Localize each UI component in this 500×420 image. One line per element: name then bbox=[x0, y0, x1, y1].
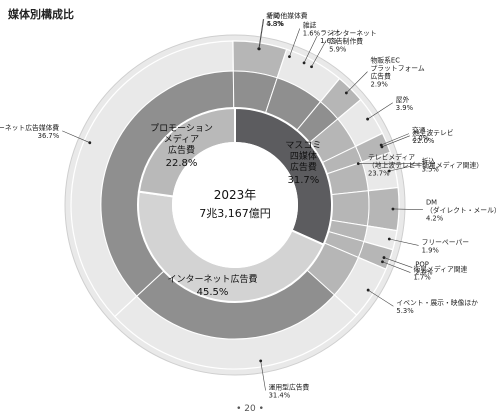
media-value: 4.8% bbox=[266, 20, 284, 28]
media-value: 3.9% bbox=[396, 104, 414, 112]
media-value: 1.6% bbox=[320, 37, 338, 45]
category-label: マスコミ四媒体広告費 bbox=[285, 141, 321, 173]
leader-line bbox=[367, 289, 394, 307]
center-total: 7兆3,167億円 bbox=[199, 207, 271, 220]
leader-line bbox=[303, 35, 318, 64]
media-value: 1.6% bbox=[303, 30, 321, 38]
leader-line bbox=[289, 28, 301, 57]
category-label: インターネット広告費 bbox=[168, 273, 258, 285]
leader-line bbox=[382, 261, 411, 273]
media-label: その他媒体費 bbox=[267, 11, 308, 20]
category-value: 22.8% bbox=[166, 158, 198, 169]
leader-line bbox=[381, 135, 410, 148]
leader-dot bbox=[387, 169, 391, 173]
leader-dot bbox=[302, 61, 306, 65]
media-value: 5.3% bbox=[267, 20, 285, 28]
media-label: POP bbox=[415, 261, 429, 269]
media-value: 22.0% bbox=[413, 137, 435, 145]
media-label: ラジオ bbox=[320, 29, 340, 37]
leader-dot bbox=[387, 237, 391, 241]
leader-line bbox=[258, 19, 265, 49]
media-value: 36.7% bbox=[38, 132, 60, 140]
leader-dot bbox=[288, 55, 291, 59]
media-label: DM（ダイレクト・メール） bbox=[426, 199, 500, 215]
subgroup-value: 23.7% bbox=[368, 169, 390, 177]
leader-dot bbox=[310, 65, 313, 69]
media-label: インターネット広告制作費 bbox=[329, 29, 377, 46]
center-year: 2023年 bbox=[214, 188, 257, 202]
media-value: 3.5% bbox=[422, 166, 440, 174]
leader-line bbox=[258, 19, 264, 49]
media-label: フリーペーパー bbox=[422, 238, 470, 246]
media-value: 1.7% bbox=[413, 274, 431, 282]
media-value: 2.0% bbox=[415, 269, 433, 277]
leader-dot bbox=[379, 143, 383, 147]
media-value: 2.0% bbox=[412, 135, 430, 143]
media-value: 2.9% bbox=[371, 81, 389, 89]
leader-line bbox=[311, 40, 327, 67]
subgroup-leader-dot bbox=[356, 162, 360, 166]
page-number: • 20 • bbox=[236, 404, 264, 414]
media-value: 4.2% bbox=[426, 215, 444, 223]
leader-line bbox=[392, 208, 423, 211]
media-value: 31.4% bbox=[269, 391, 291, 399]
media-label: 雑誌 bbox=[303, 21, 317, 30]
media-label: イベント・展示・映像ほか bbox=[396, 298, 478, 307]
leader-dot bbox=[366, 288, 370, 292]
category-value: 31.7% bbox=[288, 175, 320, 186]
leader-dot bbox=[366, 117, 369, 121]
center-hole bbox=[172, 142, 298, 268]
leader-line bbox=[346, 71, 368, 94]
leader-line bbox=[389, 238, 419, 246]
media-label: 折込 bbox=[422, 157, 436, 166]
media-value: 5.3% bbox=[396, 307, 414, 315]
leader-dot bbox=[259, 359, 263, 363]
category-label: プロモーションメディア広告費 bbox=[150, 123, 213, 156]
leader-dot bbox=[88, 141, 92, 145]
page-title: 媒体別構成比 bbox=[8, 8, 74, 21]
leader-line bbox=[383, 257, 413, 268]
media-label: 交通 bbox=[412, 126, 426, 135]
media-value: 5.9% bbox=[329, 46, 347, 54]
category-value: 45.5% bbox=[197, 287, 229, 298]
subgroup-label: テレビメディア（地上波テレビ＋衛星メディア関連） bbox=[368, 152, 483, 169]
media-value: 1.9% bbox=[422, 246, 440, 254]
leader-dot bbox=[257, 47, 261, 51]
leader-line bbox=[381, 133, 410, 146]
leader-dot bbox=[382, 256, 386, 259]
leader-dot bbox=[344, 91, 348, 95]
leader-dot bbox=[381, 260, 384, 264]
media-label: 衛星メディア関連 bbox=[413, 265, 467, 274]
leader-line bbox=[389, 164, 419, 172]
media-label: 新聞 bbox=[266, 11, 280, 20]
leader-line bbox=[62, 130, 90, 143]
leader-dot bbox=[391, 207, 395, 211]
media-label: インターネット広告媒体費 bbox=[0, 123, 59, 132]
media-label: 運用型広告費 bbox=[269, 382, 310, 391]
media-label: 屋外 bbox=[396, 95, 410, 104]
media-label: 地上波テレビ bbox=[413, 128, 454, 137]
leader-line bbox=[367, 102, 393, 120]
leader-line bbox=[260, 360, 266, 391]
